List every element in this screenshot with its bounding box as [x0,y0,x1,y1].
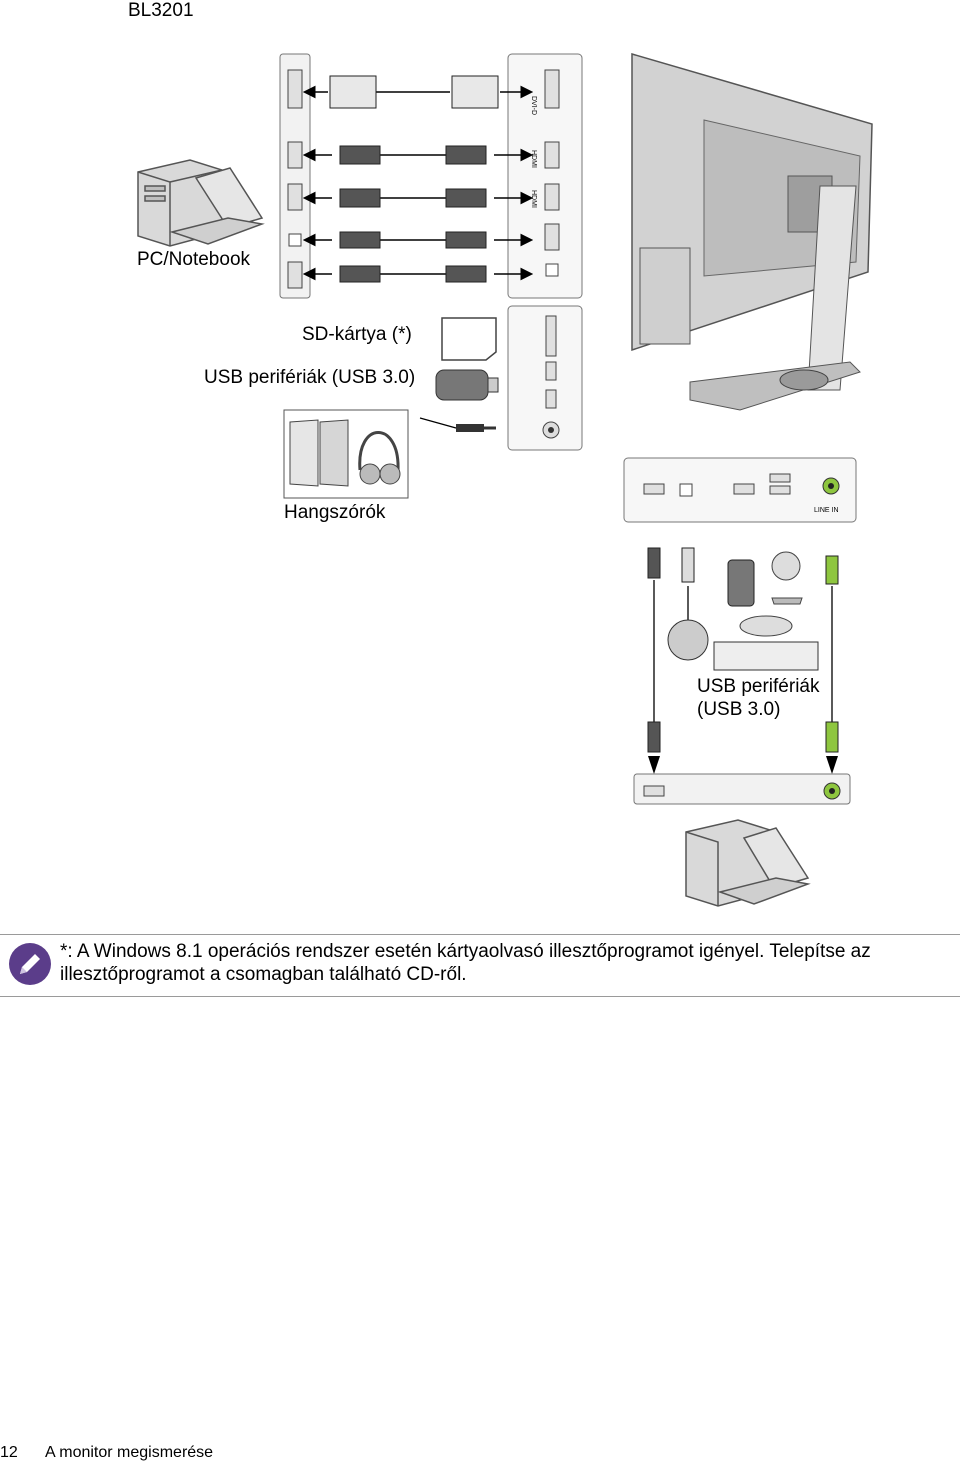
video-cables [302,85,534,281]
source-port-panel [279,53,311,299]
note-line-2: illesztőprogramot a csomagban található … [60,964,467,985]
line-in-label: LINE IN [814,507,839,514]
monitor-rear-illustration [631,53,873,411]
model-title: BL3201 [128,0,194,21]
usb-peripherals-right-label-1: USB perifériák [697,676,820,697]
usb-down-arrows [648,756,838,774]
usb-hub-panel: LINE IN [623,457,857,523]
pc-notebook-illustration [137,159,265,247]
sd-card-illustration [441,317,497,361]
pc-notebook-label: PC/Notebook [137,249,251,270]
hdmi1-port-label: HDMI [530,150,537,168]
note-top-rule [0,934,960,935]
note-bottom-rule [0,996,960,997]
pc-bottom-illustration [685,819,811,907]
monitor-input-panel: DVI-D HDMI HDMI [507,53,583,299]
speakers-illustration [283,409,409,499]
dvi-port-label: DVI-D [530,96,537,115]
usb-peripheral-devices [647,547,839,753]
pc-back-panel [633,773,851,805]
section-title: A monitor megismerése [45,1444,214,1461]
audio-cable [419,417,496,432]
note-text: *: A Windows 8.1 operációs rendszer eset… [60,940,940,986]
note-line-1: *: A Windows 8.1 operációs rendszer eset… [60,941,871,962]
connection-diagram: DVI-D HDMI HDMI [137,53,873,907]
sd-card-label: SD-kártya (*) [302,324,412,345]
hdmi2-port-label: HDMI [530,190,537,208]
speakers-label: Hangszórók [284,502,386,523]
cable-connectors [329,75,499,283]
usb-stick-illustration [435,369,499,401]
usb-peripherals-right-label-2: (USB 3.0) [697,699,781,720]
usb-peripherals-left-label: USB perifériák (USB 3.0) [204,367,416,388]
side-card-usb-panel [507,305,583,451]
page-number: 12 [0,1444,18,1461]
pencil-icon [9,943,51,985]
